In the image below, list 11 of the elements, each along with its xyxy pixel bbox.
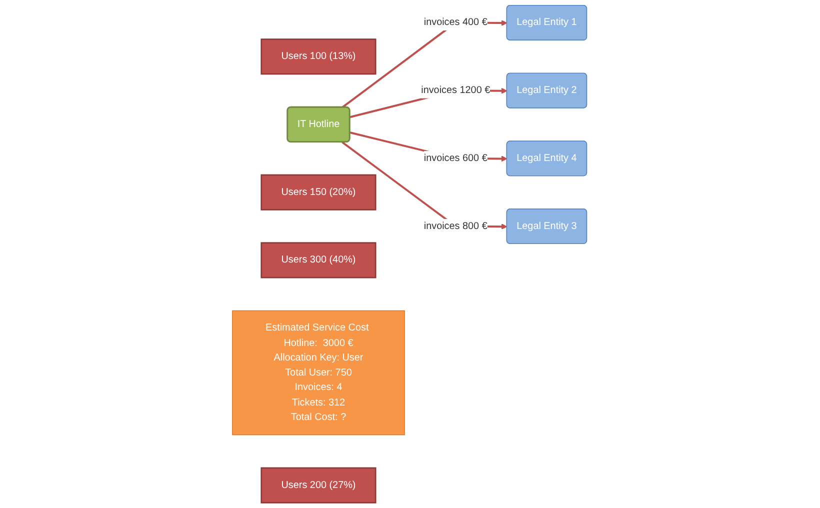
node-box: Users 150 (20%) <box>261 174 377 210</box>
edge-label: invoices 1200 € <box>422 84 491 96</box>
arrow <box>342 141 508 230</box>
edge-label: invoices 800 € <box>424 220 488 232</box>
edge-label: invoices 400 € <box>424 16 488 28</box>
node-box: Users 100 (13%) <box>261 38 377 75</box>
node-box: Estimated Service Cost Hotline: 3000 € Allocation Key: User Total User: 750 Invoices: 4 Tickets: 312 Total Cost: ? <box>232 310 406 436</box>
edge-label: invoices 600 € <box>424 152 488 164</box>
node-box: Users 300 (40%) <box>261 242 377 278</box>
node-box: Users 200 (27%) <box>261 467 377 504</box>
arrow <box>342 20 508 108</box>
